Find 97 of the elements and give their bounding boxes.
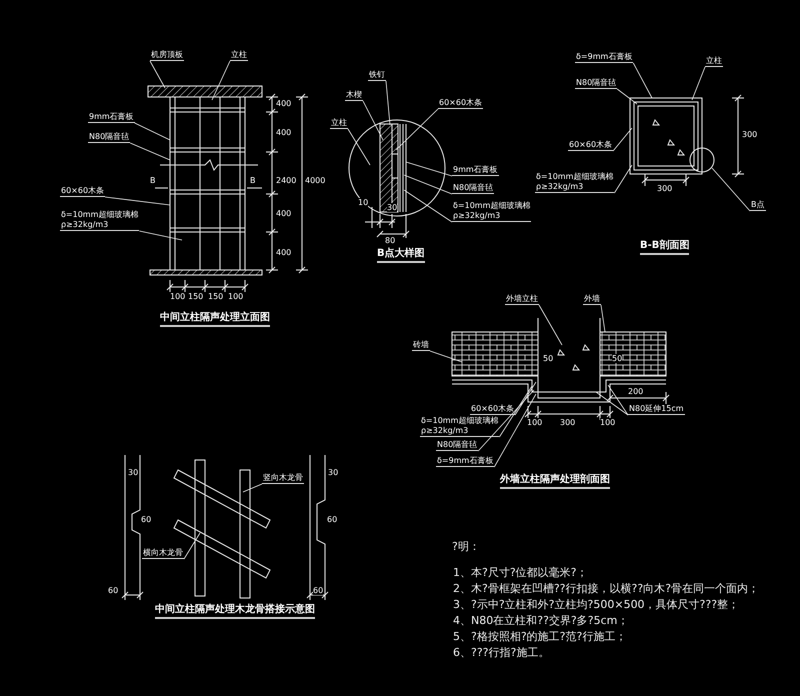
callout-label: N80隔音毡 [575, 78, 618, 89]
callout-label: 60×60木条 [568, 140, 614, 151]
dimension-label: 60 [327, 515, 338, 524]
leader-line [494, 394, 536, 468]
callout-label: N80延伸15cm [628, 404, 685, 415]
dimension-label: 100 [170, 292, 186, 301]
leader-line [348, 128, 370, 166]
drawing-title: B-B剖面图 [640, 240, 690, 255]
dimension-label: 60 [108, 586, 118, 595]
dimension-label: 200 [628, 387, 644, 396]
callout-label: 60×60木条 [438, 98, 484, 109]
dimension-label: 150 [208, 292, 224, 301]
detail-circle-drawing [348, 120, 446, 216]
callout-label: B点 [750, 200, 766, 211]
leader-line [514, 382, 536, 416]
dimension-label: 50 [543, 354, 554, 363]
column-elevation-drawing [148, 86, 262, 276]
leader-line [538, 304, 562, 346]
dimension-label: 2400 [276, 176, 296, 185]
dimension-label: 100 [527, 418, 542, 427]
leader-line [712, 168, 750, 212]
drawing-title: 中间立柱隔声处理立面图 [160, 312, 270, 327]
leader-line [692, 66, 706, 100]
callout-label: δ=10mm超细玻璃棉 ρ≥32kg/m3 [452, 201, 532, 222]
leader-line [498, 386, 532, 438]
dimension-label: 60 [313, 586, 324, 595]
dimension-label: 60 [141, 515, 152, 524]
drawing-title: B点大样图 [377, 248, 425, 263]
dimension-label: 30 [328, 468, 338, 477]
dimension-label: 400 [276, 248, 292, 257]
callout-label: 木楔 [345, 90, 363, 101]
callout-label: 砖墙 [412, 340, 430, 351]
leader-line [596, 392, 628, 416]
leader-line [130, 142, 170, 160]
callout-label: N80隔音毡 [88, 132, 130, 143]
leader-line [138, 230, 182, 240]
dimension-label: 400 [276, 99, 292, 108]
dimension-label: 150 [188, 292, 204, 301]
leader-line [150, 60, 166, 88]
callout-label: 外墙立柱 [505, 294, 539, 305]
dimension-label: 400 [276, 128, 292, 137]
callout-label: δ=10mm超细玻璃棉 ρ≥32kg/m3 [535, 172, 614, 193]
leader-line [404, 174, 452, 194]
callout-label: 竖向木龙骨 [262, 473, 304, 484]
leader-line [612, 128, 632, 152]
leader-line [478, 390, 534, 452]
dimension-label: 80 [385, 236, 396, 245]
leader-line [616, 88, 638, 104]
leader-line [614, 164, 632, 194]
leader-line [184, 532, 200, 560]
dimension-label: 300 [560, 418, 576, 427]
dimension-label: 10 [358, 198, 368, 207]
dimension-label: 30 [387, 203, 398, 212]
callout-label: δ=10mm超细玻璃棉 ρ≥32kg/m3 [60, 210, 140, 231]
callout-label: δ=9mm石膏板 [436, 456, 494, 467]
leader-line [632, 62, 652, 98]
drawing-title: 中间立柱隔声处理木龙骨搭接示意图 [155, 604, 315, 619]
leader-line [396, 108, 438, 150]
leader-line [212, 60, 230, 100]
callout-label: 9mm石膏板 [88, 112, 135, 123]
section-mark-label: B [150, 176, 156, 185]
leader-line [362, 100, 384, 140]
exterior-column-section-drawing [452, 318, 666, 402]
callout-label: N80隔音毡 [436, 440, 478, 451]
leader-line [600, 304, 606, 332]
callout-label: 横向木龙骨 [142, 548, 184, 559]
callout-label: 60×60木条 [60, 186, 106, 197]
callout-label: N80隔音毡 [452, 183, 494, 194]
callout-label: 立柱 [705, 56, 723, 67]
leader-line [430, 350, 462, 362]
callout-label: 立柱 [230, 50, 248, 61]
callout-label: δ=10mm超细玻璃棉 ρ≥32kg/m3 [420, 416, 500, 437]
callout-label: 外墙 [583, 294, 601, 305]
dimension-label: 100 [600, 418, 616, 427]
leader-line [608, 384, 628, 416]
leader-line [242, 484, 262, 492]
dimension-label: 400 [276, 209, 292, 218]
leader-line [134, 122, 170, 140]
callout-label: 立柱 [330, 118, 348, 129]
leader-line [404, 190, 452, 222]
column-section-drawing [630, 98, 714, 174]
dimension-label: 100 [228, 292, 244, 301]
dimension-label: 300 [742, 130, 758, 139]
section-mark-label: B [250, 176, 256, 185]
dimension-label: 50 [612, 354, 622, 363]
callout-label: 铁钉 [368, 70, 386, 81]
dimension-label: 30 [128, 468, 138, 477]
callout-label: δ=9mm石膏板 [575, 52, 634, 63]
dimension-label: 300 [657, 184, 672, 193]
leader-line [406, 162, 452, 176]
dimension-label: 4000 [305, 176, 326, 185]
callout-label: 9mm石膏板 [452, 165, 499, 176]
drawing-title: 外墙立柱隔声处理剖面图 [500, 474, 610, 489]
leader-line [104, 196, 170, 206]
leader-line [386, 80, 390, 126]
callout-label: 机房顶板 [150, 50, 184, 61]
callout-label: 60×60木条 [470, 404, 516, 415]
